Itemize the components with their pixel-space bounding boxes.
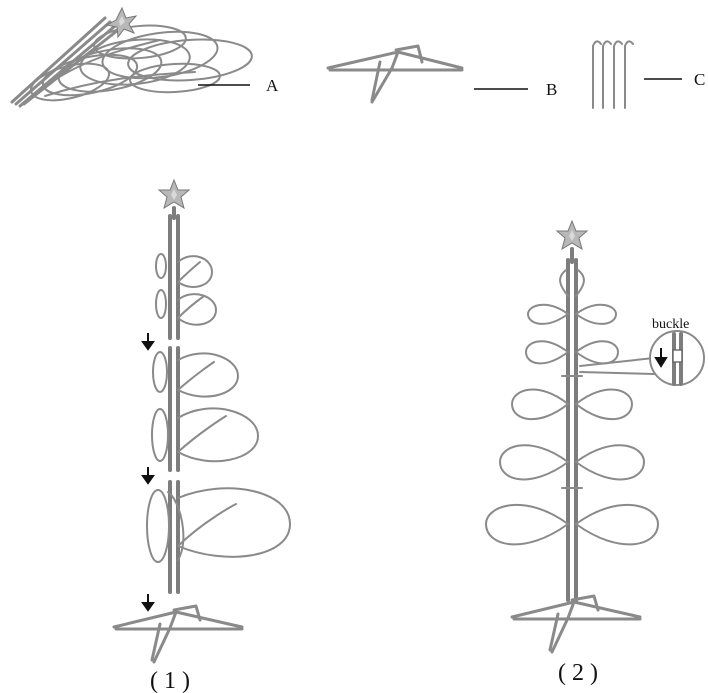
- down-arrow-icon: [654, 348, 668, 368]
- down-arrow-icon: [141, 467, 155, 485]
- middle-section: [151, 346, 259, 472]
- step-1-base-stand: [112, 604, 244, 664]
- buckle-label: buckle: [652, 317, 689, 332]
- step-1-label: ( 1 ): [150, 668, 190, 693]
- part-c-ground-stakes: [592, 40, 634, 109]
- part-a-label: A: [266, 76, 279, 95]
- step-1-exploded-tree: [112, 178, 291, 664]
- step-2-assembled-tree: [485, 219, 659, 654]
- part-c-label: C: [694, 70, 705, 89]
- down-arrow-icon: [141, 594, 155, 612]
- part-b-base-stand: [326, 44, 464, 104]
- part-b-label: B: [546, 80, 557, 99]
- star-icon: [157, 178, 191, 210]
- buckle-callout: [579, 330, 705, 386]
- star-icon: [555, 219, 589, 251]
- top-section: [155, 214, 217, 340]
- star-icon: [105, 6, 138, 39]
- step-2-label: ( 2 ): [558, 660, 598, 686]
- part-a-folded-tree: [10, 6, 253, 108]
- down-arrow-icon: [141, 333, 155, 351]
- bottom-section: [146, 480, 291, 594]
- step-2-base-stand: [510, 594, 642, 654]
